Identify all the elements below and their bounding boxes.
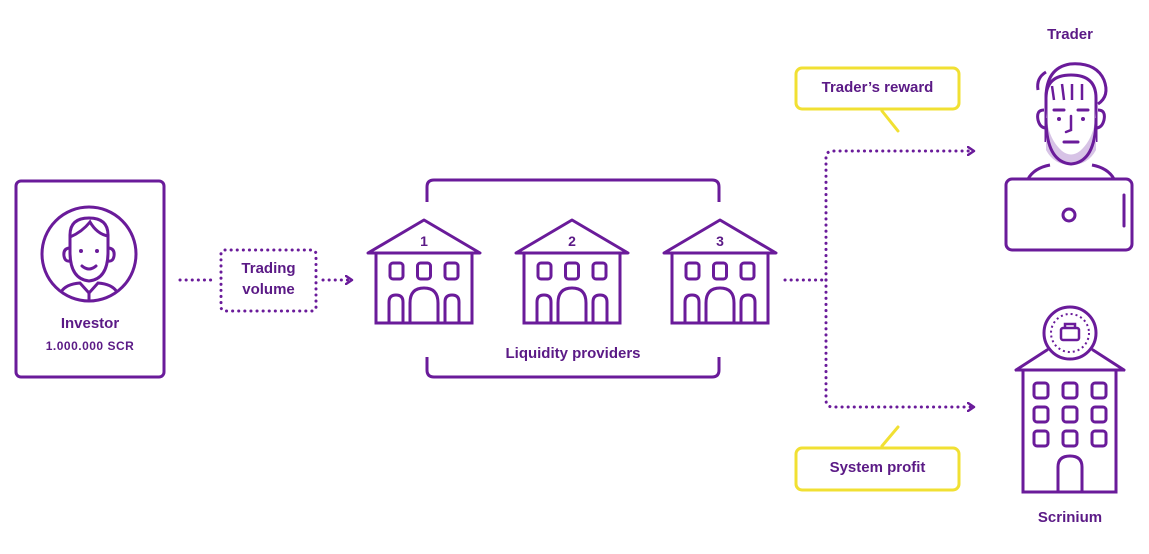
provider-number-3: 3 <box>716 233 724 249</box>
investor-title: Investor <box>60 315 120 332</box>
investor-amount: 1.000.000 SCR <box>45 339 135 353</box>
trading-volume-box <box>219 248 318 313</box>
trader-laptop-icon <box>1004 62 1134 252</box>
reward-flow-arrow <box>824 151 976 282</box>
system-profit-label: System profit <box>829 459 926 476</box>
scrinium-building-icon <box>1014 305 1126 494</box>
trader-reward-label: Trader’s reward <box>821 79 934 96</box>
system-profit-callout <box>794 425 961 492</box>
scrinium-title: Scrinium <box>1037 509 1103 526</box>
trading-volume-line1: Trading <box>241 260 296 277</box>
liquidity-providers-label: Liquidity providers <box>505 345 641 362</box>
investor-card <box>14 179 166 379</box>
provider-number-2: 2 <box>568 233 576 249</box>
profit-flow-arrow <box>824 278 976 407</box>
providers-bottom-bracket <box>425 357 721 379</box>
provider-number-1: 1 <box>420 233 428 249</box>
providers-top-bracket <box>425 178 721 202</box>
trader-title: Trader <box>1047 26 1093 43</box>
investor-avatar-icon <box>40 205 138 303</box>
trader-reward-callout <box>794 66 961 133</box>
trading-volume-line2: volume <box>242 281 295 298</box>
